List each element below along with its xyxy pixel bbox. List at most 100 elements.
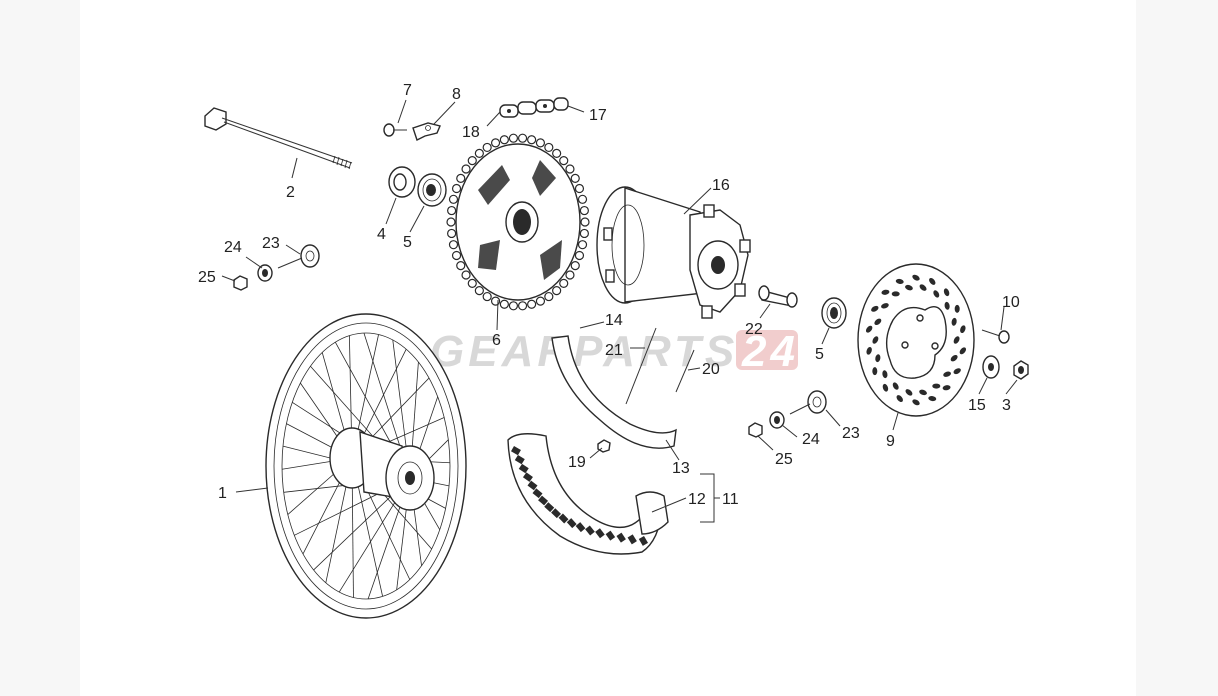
callout-11: 11 <box>722 491 739 508</box>
part-spacer-4 <box>388 166 416 198</box>
brake-disc-hole <box>951 317 957 326</box>
part-adjuster-left <box>233 244 320 291</box>
callout-5-right: 5 <box>815 346 824 363</box>
callout-15: 15 <box>968 397 986 414</box>
sprocket-tooth <box>467 278 477 288</box>
sprocket-tooth <box>490 138 501 148</box>
part-bearing-5-right <box>821 297 847 329</box>
watermark-badge: 24 <box>741 327 799 376</box>
leader-lines <box>221 99 1018 513</box>
watermark: GEARPARTS 24 <box>430 327 799 376</box>
tyre-tread-block <box>605 530 616 541</box>
brake-disc-hole <box>953 336 960 344</box>
brake-disc-hole <box>942 385 951 391</box>
watermark-text: GEARPARTS <box>430 327 738 376</box>
brake-disc-hole <box>872 336 879 344</box>
sprocket-tooth <box>559 278 569 288</box>
brake-disc-hole <box>892 382 899 390</box>
brake-disc-hole <box>950 354 958 362</box>
sprocket-tooth <box>461 270 471 280</box>
brake-disc-hole <box>882 383 889 392</box>
callout-23-left: 23 <box>262 235 280 252</box>
callout-2: 2 <box>286 184 295 201</box>
sprocket-tooth <box>565 164 575 174</box>
callout-8: 8 <box>452 86 461 103</box>
part-adjuster-right <box>748 390 827 438</box>
tyre-tread-block <box>522 472 533 482</box>
sprocket-tooth <box>552 286 562 296</box>
brake-disc-hole <box>881 303 889 309</box>
brake-disc-hole <box>954 304 960 313</box>
tyre-tread-block <box>532 488 543 499</box>
sprocket-tooth <box>474 148 484 158</box>
brake-disc-hole <box>944 301 950 310</box>
sprocket-tooth <box>499 135 509 145</box>
callout-24-right: 24 <box>802 431 820 448</box>
sprocket-tooth <box>544 291 554 302</box>
brake-disc-hole <box>872 367 878 376</box>
sprocket-tooth <box>552 148 562 158</box>
brake-disc-hole <box>929 277 936 285</box>
brake-disc-hole <box>882 370 888 379</box>
sprocket-tooth <box>577 240 588 250</box>
part-hub-16 <box>596 186 751 319</box>
sprocket-tooth <box>448 240 459 250</box>
tyre-tread-block <box>511 446 521 456</box>
sprocket-tooth <box>447 205 457 216</box>
brake-disc-hole <box>865 325 873 333</box>
callout-16: 16 <box>712 177 730 194</box>
part-screw-7 <box>383 123 407 137</box>
callout-19: 19 <box>568 454 586 471</box>
callout-12: 12 <box>688 491 706 508</box>
sprocket-tooth <box>527 135 537 145</box>
brake-disc-hole <box>866 346 872 355</box>
tyre-tread-block <box>638 535 648 546</box>
sprocket-tooth <box>456 173 466 183</box>
part-axle <box>204 107 353 170</box>
part-spacer-22 <box>758 285 798 308</box>
callout-4: 4 <box>377 226 386 243</box>
callout-10: 10 <box>1002 294 1020 311</box>
sprocket-tooth <box>482 291 492 302</box>
tyre-tread-block <box>551 508 562 519</box>
tyre-tread-block <box>544 502 555 513</box>
callout-9: 9 <box>886 433 895 450</box>
brake-disc-hole <box>912 274 920 281</box>
brake-disc-hole <box>905 284 913 291</box>
part-bearing-5 <box>417 173 447 207</box>
brake-disc-hole <box>919 284 927 291</box>
brake-disc-hole <box>959 347 967 355</box>
sprocket-tooth <box>451 183 462 194</box>
sprocket-tooth <box>482 142 492 153</box>
part-tyre <box>507 433 669 555</box>
callout-22: 22 <box>745 321 763 338</box>
brake-disc-hole <box>871 305 879 312</box>
brake-disc-hole <box>881 289 890 295</box>
sprocket-tooth <box>577 194 588 204</box>
sprocket-tooth <box>448 194 459 204</box>
sprocket-tooth <box>574 183 585 194</box>
brake-disc-hole <box>875 354 881 363</box>
callout-17: 17 <box>589 107 607 124</box>
sprocket-tooth <box>565 270 575 280</box>
callout-5-left: 5 <box>403 234 412 251</box>
brake-disc-hole <box>895 278 904 284</box>
sprocket-tooth <box>574 250 585 261</box>
tyre-tread-block <box>558 513 569 524</box>
sprocket-tooth <box>570 173 580 183</box>
tyre-tread-block <box>514 454 525 465</box>
sprocket-tooth <box>527 299 537 309</box>
tyre-tread-block <box>595 528 605 539</box>
sprocket-tooth <box>467 156 477 166</box>
callout-25-right: 25 <box>775 451 793 468</box>
brake-disc-hole <box>932 383 941 389</box>
sprocket-tooth <box>456 261 466 271</box>
sprocket-tooth <box>508 301 519 311</box>
callout-24-left: 24 <box>224 239 242 256</box>
callout-18: 18 <box>462 124 480 141</box>
callout-13: 13 <box>672 460 690 477</box>
part-rim-band <box>551 335 677 449</box>
tyre-tread-block <box>538 495 549 506</box>
tyre-tread-block <box>585 525 595 536</box>
